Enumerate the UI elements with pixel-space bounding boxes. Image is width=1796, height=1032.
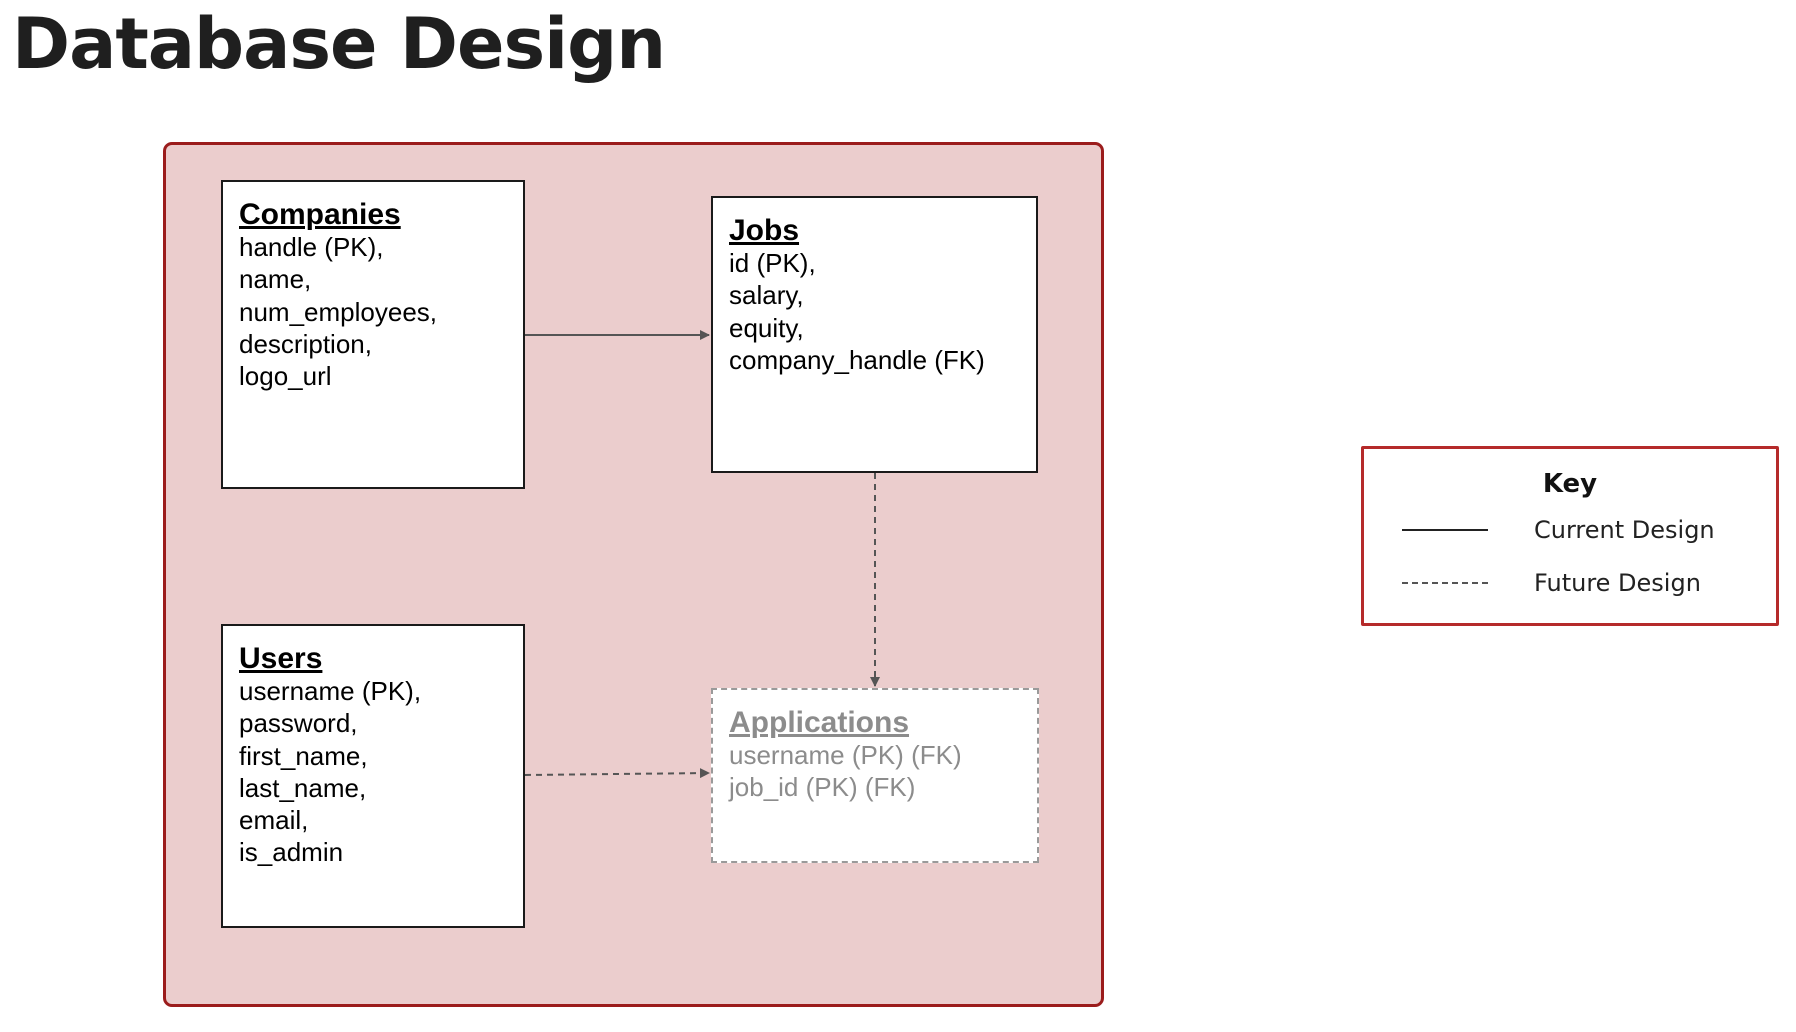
jobs-field-list: id (PK), salary, equity, company_handle … <box>729 247 1020 376</box>
applications-table: Applications username (PK) (FK) job_id (… <box>711 688 1039 863</box>
key-label-future: Future Design <box>1534 569 1701 597</box>
applications-field: job_id (PK) (FK) <box>729 772 916 803</box>
key-row-future: Future Design <box>1402 568 1701 598</box>
applications-field: username (PK) (FK) <box>729 740 962 770</box>
solid-line-icon <box>1402 529 1488 531</box>
companies-field: name, <box>239 264 312 295</box>
users-table: Users username (PK), password, first_nam… <box>221 624 525 928</box>
users-field: last_name, <box>239 772 367 803</box>
companies-field: description, <box>239 328 372 359</box>
companies-field: logo_url <box>239 361 332 392</box>
key-label-current: Current Design <box>1534 516 1715 544</box>
jobs-table-name: Jobs <box>729 214 800 247</box>
users-field-list: username (PK), password, first_name, las… <box>239 675 507 869</box>
users-field: email, <box>239 805 309 836</box>
key-row-current: Current Design <box>1402 515 1715 545</box>
users-table-name: Users <box>239 642 323 675</box>
users-field: username (PK), <box>239 676 422 706</box>
legend-key: Key Current Design Future Design <box>1361 446 1779 626</box>
companies-field: handle (PK), <box>239 232 384 262</box>
jobs-field: equity, <box>729 312 804 343</box>
companies-table: Companies handle (PK), name, num_employe… <box>221 180 525 489</box>
jobs-field: company_handle (FK) <box>729 344 985 375</box>
applications-field-list: username (PK) (FK) job_id (PK) (FK) <box>729 739 1021 804</box>
key-title: Key <box>1542 469 1598 499</box>
dashed-line-icon <box>1402 582 1488 584</box>
users-field: is_admin <box>239 837 344 868</box>
companies-table-name: Companies <box>239 198 401 231</box>
companies-field: num_employees, <box>239 296 437 327</box>
page-title: Database Design <box>12 3 666 85</box>
jobs-field: id (PK), <box>729 248 816 278</box>
jobs-table: Jobs id (PK), salary, equity, company_ha… <box>711 196 1038 473</box>
users-field: first_name, <box>239 740 368 771</box>
companies-field-list: handle (PK), name, num_employees, descri… <box>239 231 507 392</box>
users-field: password, <box>239 708 358 739</box>
applications-table-name: Applications <box>729 706 910 739</box>
jobs-field: salary, <box>729 280 804 311</box>
